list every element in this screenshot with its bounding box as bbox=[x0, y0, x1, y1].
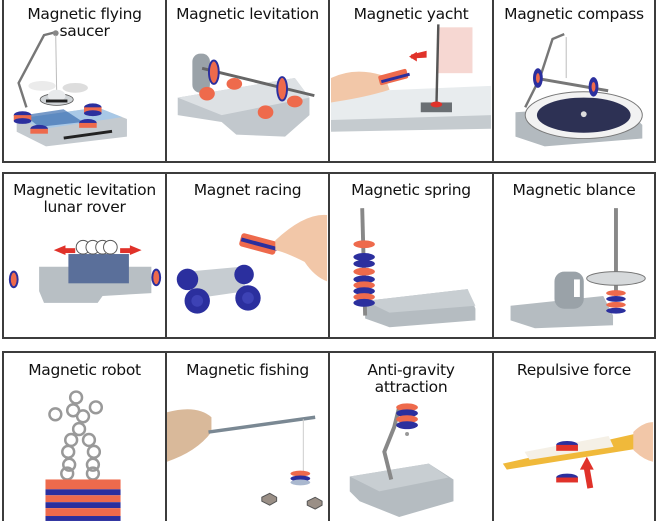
experiment-row-1: Magnetic flying saucer Magnetic levitati… bbox=[2, 0, 656, 163]
levitation-illustration bbox=[177, 53, 315, 137]
magnet-icon bbox=[13, 103, 102, 134]
racing-car-illustration bbox=[176, 214, 328, 314]
magnet-icon bbox=[353, 240, 375, 307]
experiment-card-levitation: Magnetic levitation bbox=[167, 0, 330, 161]
magnet-icon bbox=[45, 479, 121, 521]
experiment-card-spring: Magnetic spring bbox=[330, 174, 494, 337]
experiment-card-anti-gravity: Anti-gravity attraction bbox=[330, 353, 494, 521]
experiment-title: Repulsive force bbox=[516, 361, 632, 379]
experiment-card-flying-saucer: Magnetic flying saucer bbox=[4, 0, 167, 161]
yacht-illustration bbox=[330, 24, 492, 132]
experiment-card-fishing: Magnetic fishing bbox=[167, 353, 330, 521]
experiment-title: Magnetic robot bbox=[28, 361, 141, 379]
experiment-card-balance: Magnetic blance bbox=[494, 174, 654, 337]
experiment-title: Anti-gravity attraction bbox=[367, 361, 455, 396]
experiment-card-compass: Magnetic compass bbox=[494, 0, 654, 161]
balance-illustration bbox=[510, 208, 646, 329]
repulsive-force-illustration bbox=[502, 422, 654, 489]
experiment-title: Magnetic yacht bbox=[353, 5, 469, 23]
experiment-title: Magnetic flying saucer bbox=[27, 5, 142, 40]
experiment-card-lunar-rover: Magnetic levitation lunar rover bbox=[4, 174, 167, 337]
experiment-card-racing: Magnet racing bbox=[167, 174, 330, 337]
experiment-row-3: Magnetic robot Magnetic fishing Anti-gra… bbox=[2, 351, 656, 521]
experiment-title: Magnetic fishing bbox=[186, 361, 309, 379]
magnet-icon bbox=[199, 59, 303, 120]
experiment-title: Magnetic levitation lunar rover bbox=[13, 181, 156, 216]
experiment-title: Magnetic compass bbox=[504, 5, 644, 23]
experiment-card-yacht: Magnetic yacht bbox=[330, 0, 494, 161]
compass-illustration bbox=[515, 33, 643, 147]
experiment-title: Magnetic spring bbox=[351, 181, 471, 199]
experiment-card-robot: Magnetic robot bbox=[4, 353, 167, 521]
anti-gravity-illustration bbox=[349, 403, 454, 518]
lunar-rover-illustration bbox=[8, 239, 162, 303]
experiment-row-2: Magnetic levitation lunar rover Magnet r… bbox=[2, 172, 656, 339]
experiment-title: Magnetic levitation bbox=[176, 5, 319, 23]
experiment-title: Magnetic blance bbox=[512, 181, 636, 199]
experiment-title: Magnet racing bbox=[193, 181, 302, 199]
experiment-card-repulsive-force: Repulsive force bbox=[494, 353, 654, 521]
spring-illustration bbox=[353, 208, 476, 328]
fishing-illustration bbox=[167, 409, 323, 510]
flying-saucer-illustration bbox=[13, 30, 127, 147]
